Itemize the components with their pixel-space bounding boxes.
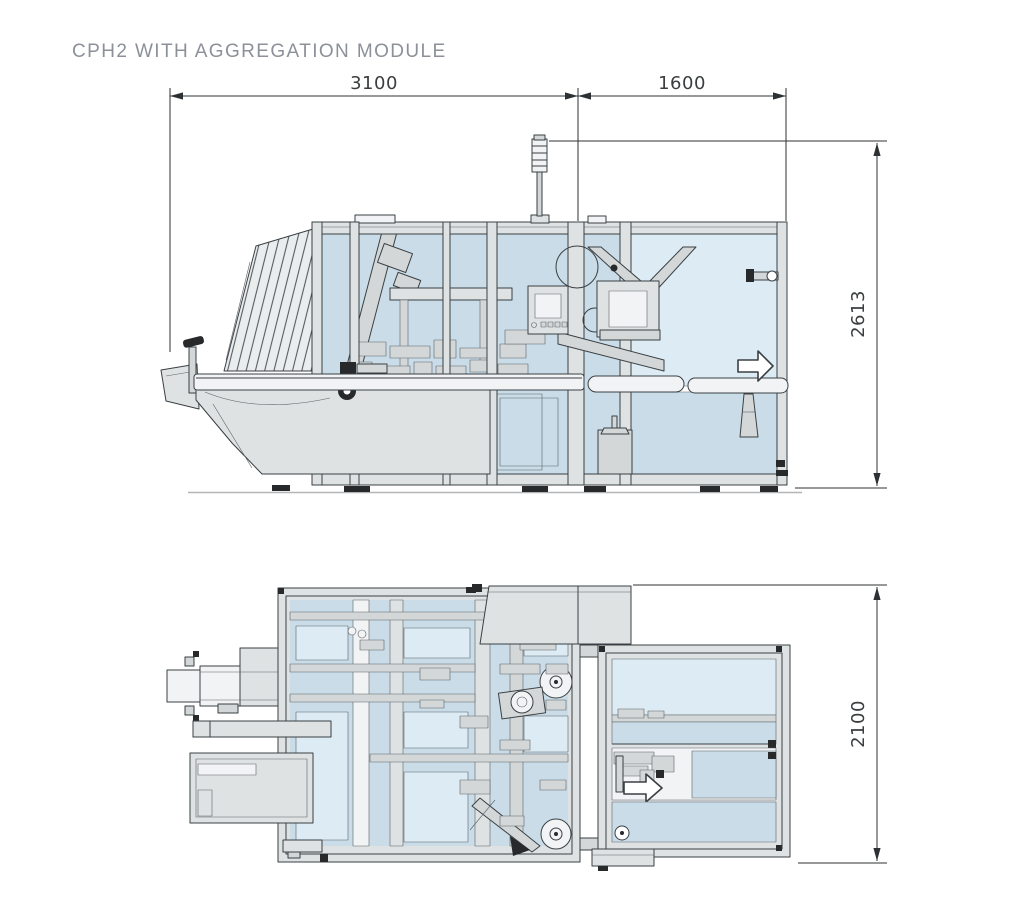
arrowhead xyxy=(773,92,786,100)
arrowhead xyxy=(578,92,591,100)
discharge-chute xyxy=(557,331,665,372)
dimension-width-main: 3100 1600 xyxy=(169,73,787,352)
module-connector xyxy=(579,644,599,658)
reject-cone xyxy=(739,393,759,438)
dim-label-2613: 2613 xyxy=(848,290,869,338)
conveyors xyxy=(193,373,789,394)
front-units xyxy=(527,245,697,475)
tower-pole xyxy=(536,169,543,217)
arrowhead xyxy=(873,587,881,600)
top-beam xyxy=(311,221,788,235)
vacuum-drum xyxy=(555,245,599,289)
dim-label-3100: 3100 xyxy=(350,73,398,94)
frame-post xyxy=(442,221,451,486)
arrowhead xyxy=(873,848,881,861)
door-handle xyxy=(746,269,779,282)
tower-lamp xyxy=(531,138,548,173)
discharge-belt xyxy=(687,377,789,394)
outfeed-tray xyxy=(189,752,314,824)
aggregation-module xyxy=(737,269,788,476)
page-title: CPH2 WITH AGGREGATION MODULE xyxy=(72,41,447,62)
side-view xyxy=(160,134,802,494)
bottom-stub xyxy=(282,839,328,862)
side-rail-bar xyxy=(192,720,332,738)
bottom-beam xyxy=(311,473,788,486)
pump-unit xyxy=(510,690,534,714)
frame-post xyxy=(776,221,788,486)
frame-post xyxy=(486,221,498,486)
dimension-depth: 2100 xyxy=(633,584,887,864)
transfer-belt xyxy=(587,375,685,393)
frame-post xyxy=(567,221,585,486)
infeed-left-end xyxy=(160,336,491,475)
top-view-machinery xyxy=(347,609,573,856)
arrowhead xyxy=(873,473,881,486)
monitor xyxy=(596,280,661,341)
machine-frame xyxy=(311,214,788,486)
top-view xyxy=(166,584,791,871)
flow-arrow-icon xyxy=(623,773,663,803)
hmi-panel xyxy=(527,285,569,335)
carton-magazine xyxy=(223,228,314,372)
aggregation-module-top xyxy=(591,644,791,871)
flow-arrow-icon xyxy=(737,350,774,382)
monitor-screen xyxy=(608,290,648,328)
dimension-height: 2613 xyxy=(549,140,887,489)
leveling-foot xyxy=(597,415,633,475)
hopper-body xyxy=(195,387,491,475)
work-table xyxy=(389,287,513,301)
module-connector xyxy=(579,837,599,851)
machine-feet xyxy=(272,485,778,492)
arrowhead xyxy=(873,143,881,156)
infeed-snout xyxy=(166,647,279,721)
module-bottom-tray xyxy=(591,848,655,871)
dim-label-1600: 1600 xyxy=(658,73,706,94)
signal-tower xyxy=(530,134,550,224)
arrowhead xyxy=(170,92,183,100)
frame-post xyxy=(349,221,360,486)
main-belt xyxy=(193,373,585,391)
dim-label-2100: 2100 xyxy=(848,700,869,748)
arrowhead xyxy=(565,92,578,100)
hmi-screen xyxy=(534,293,562,319)
frame-post xyxy=(311,221,323,486)
lever-handle xyxy=(188,346,197,394)
bridge-unit xyxy=(278,584,632,645)
